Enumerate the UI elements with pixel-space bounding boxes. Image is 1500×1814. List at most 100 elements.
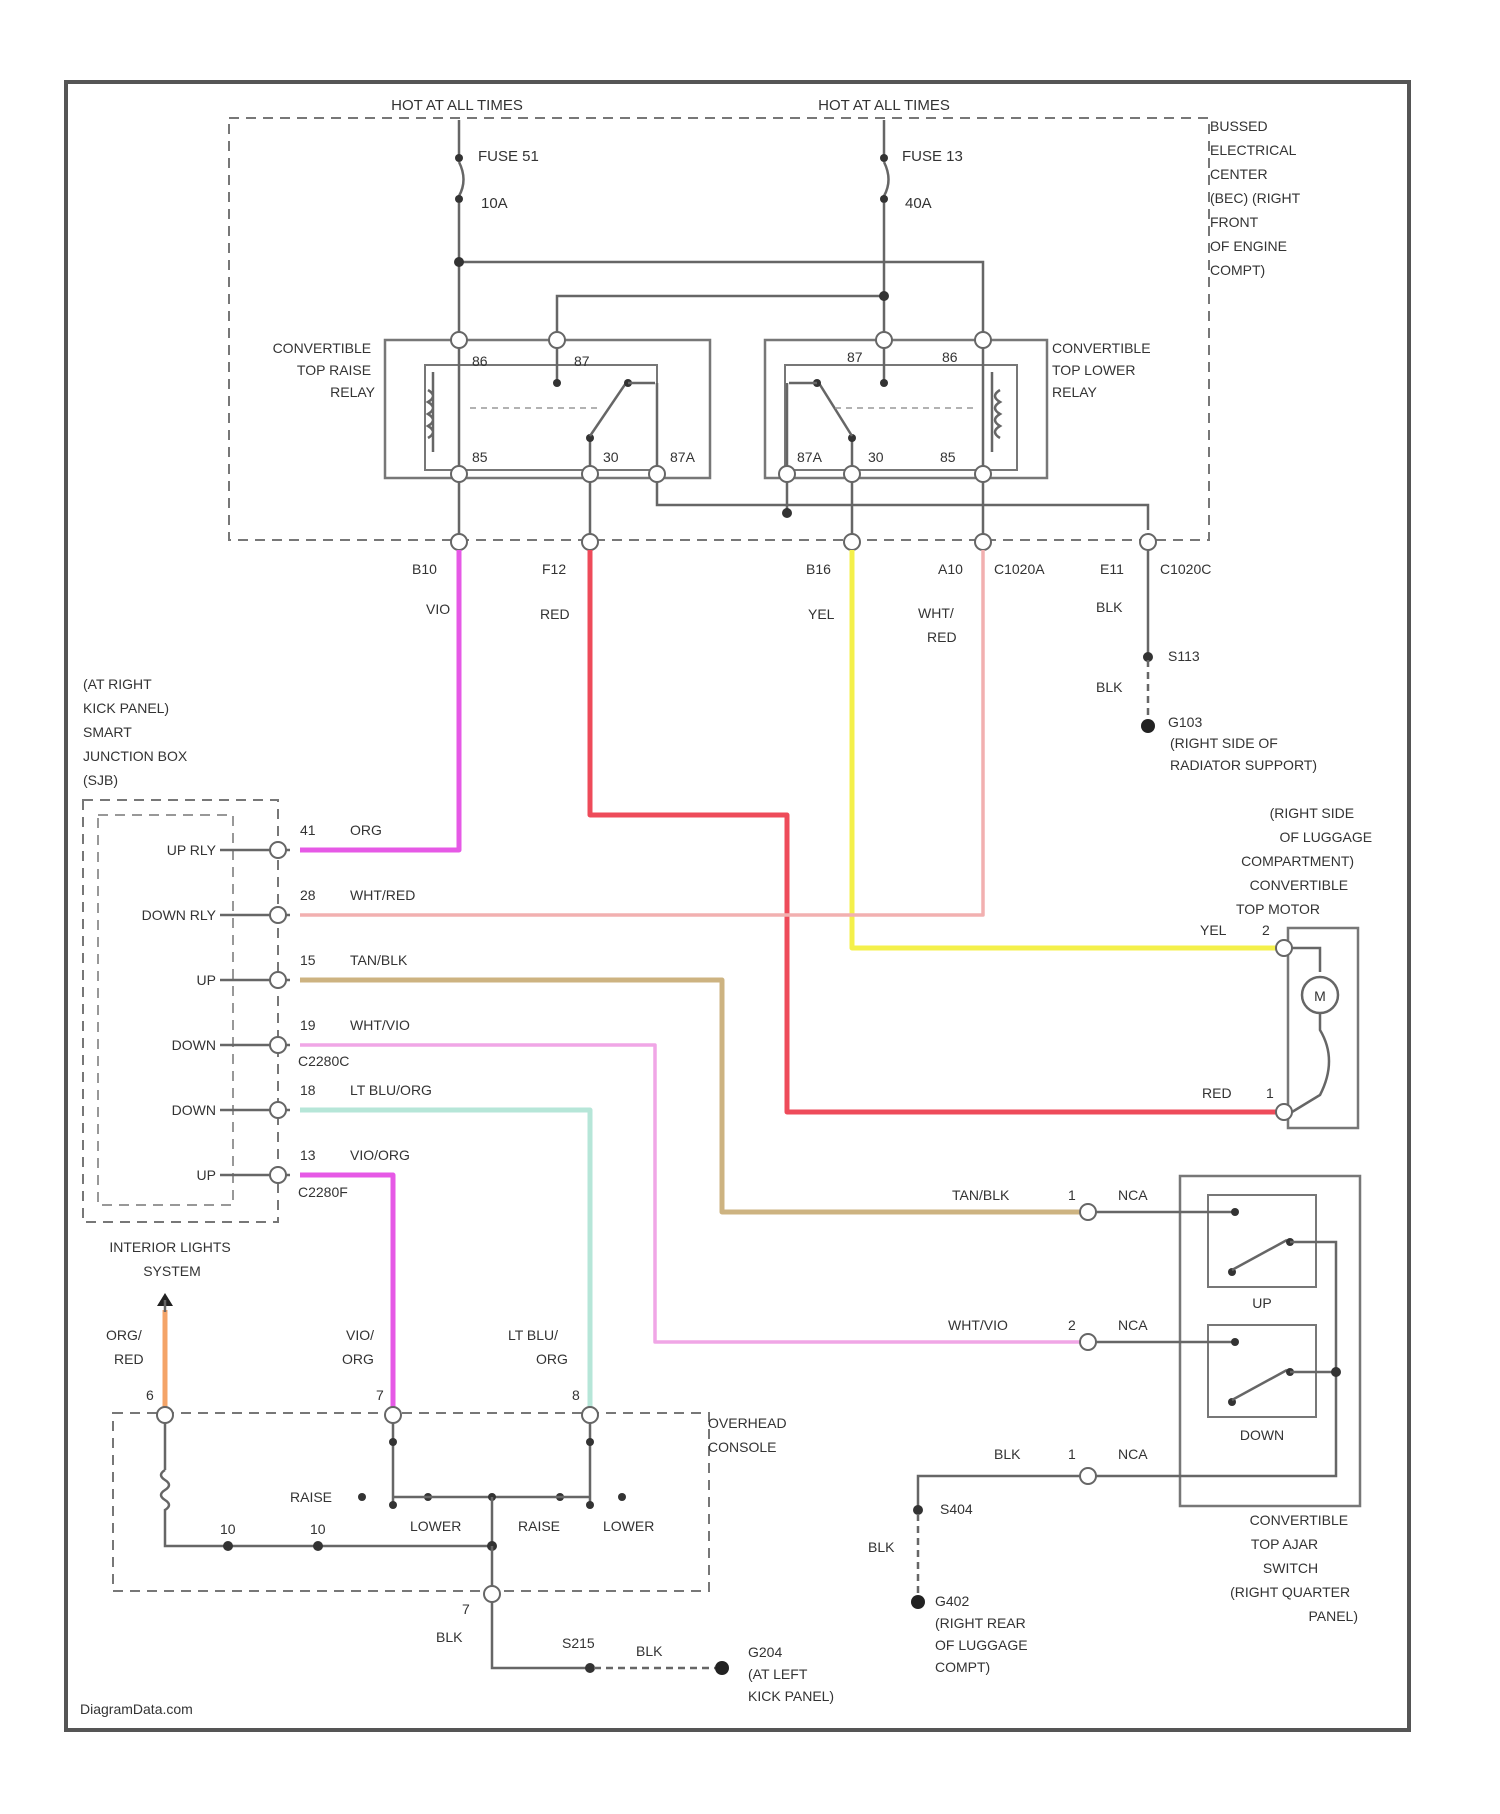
raise-relay-label: CONVERTIBLE TOP RAISE RELAY: [273, 340, 376, 400]
sjb-row-label: DOWN: [172, 1102, 216, 1118]
ajar-ground-wire: BLK: [868, 1539, 895, 1555]
ajar-wire-tan-blk: TAN/BLK: [952, 1187, 1010, 1203]
sjb-row-label: UP RLY: [167, 842, 217, 858]
sjb-pin: 13: [300, 1147, 316, 1163]
ground-g204-location: (AT LEFT KICK PANEL): [748, 1666, 834, 1704]
motor-label: (RIGHT SIDE OF LUGGAGE COMPARTMENT) CONV…: [1236, 805, 1376, 917]
motor-pin-1: 1: [1266, 1085, 1274, 1101]
sjb-pin: 41: [300, 822, 316, 838]
ajar-pin-1: 1: [1068, 1187, 1076, 1203]
wire-vio-org-console: [300, 1175, 393, 1410]
ajar-switch-label: CONVERTIBLE TOP AJAR SWITCH (RIGHT QUART…: [1230, 1512, 1358, 1624]
ajar-pin-2: 2: [1068, 1317, 1076, 1333]
lower-switch-label-1: LOWER: [410, 1518, 461, 1534]
bec-boundary: [229, 118, 1209, 540]
wire-vio-org: [300, 550, 459, 850]
raise-pin-87: 87: [574, 353, 590, 369]
sjb-wire-color: WHT/RED: [350, 887, 415, 903]
sjb-label: (AT RIGHT KICK PANEL) SMART JUNCTION BOX…: [83, 676, 191, 788]
raise-pin-87a: 87A: [670, 449, 696, 465]
sjb-connector-c2280f: C2280F: [298, 1184, 348, 1200]
console-pin-6: 6: [146, 1387, 154, 1403]
overhead-console: INTERIOR LIGHTS SYSTEM OVERHEAD CONSOLE …: [106, 1239, 834, 1704]
ajar-wire-wht-vio: WHT/VIO: [948, 1317, 1008, 1333]
ground-g204: G204: [748, 1644, 782, 1660]
fuse-13-label: FUSE 13: [902, 148, 963, 165]
label-blk-2: BLK: [1096, 679, 1123, 695]
sjb-wire-color: ORG: [350, 822, 382, 838]
cavity-f12: F12: [542, 561, 566, 577]
ajar-conn-nca-3: NCA: [1118, 1446, 1148, 1462]
interior-lights-label: INTERIOR LIGHTS SYSTEM: [109, 1239, 234, 1279]
raise-switch-label-1: RAISE: [290, 1489, 332, 1505]
motor-wire-red: RED: [1202, 1085, 1232, 1101]
overhead-console-label: OVERHEAD CONSOLE: [708, 1415, 790, 1455]
console-resistor-2: 10: [310, 1521, 326, 1537]
lower-pin-30: 30: [868, 449, 884, 465]
fuse-51-label: FUSE 51: [478, 148, 539, 165]
sjb-row-down: DOWN 19 WHT/VIO C2280C: [172, 1017, 410, 1069]
diagram-frame: [66, 82, 1409, 1730]
hot-at-all-times-right: HOT AT ALL TIMES: [818, 97, 950, 114]
sjb-row-label: DOWN RLY: [142, 907, 217, 923]
sjb-pin: 15: [300, 952, 316, 968]
label-red: RED: [540, 606, 570, 622]
splice-s215: S215: [562, 1635, 595, 1651]
raise-pin-30: 30: [603, 449, 619, 465]
convertible-top-motor: (RIGHT SIDE OF LUGGAGE COMPARTMENT) CONV…: [1200, 805, 1376, 1128]
motor-wire-yel: YEL: [1200, 922, 1227, 938]
lower-switch-label-2: LOWER: [603, 1518, 654, 1534]
sjb-row-label: UP: [197, 972, 216, 988]
label-wht-red: WHT/ RED: [918, 605, 958, 645]
cavity-b10: B10: [412, 561, 437, 577]
sjb-pin: 28: [300, 887, 316, 903]
bec-internal-wiring: [454, 257, 1148, 540]
sjb-wire-color: VIO/ORG: [350, 1147, 410, 1163]
console-pin-7: 7: [376, 1387, 384, 1403]
splice-s404: S404: [940, 1501, 973, 1517]
lower-pin-87a: 87A: [797, 449, 823, 465]
convertible-top-raise-relay: CONVERTIBLE TOP RAISE RELAY 86 87 85 30 …: [273, 332, 710, 482]
bec-label: BUSSED ELECTRICAL CENTER (BEC) (RIGHT FR…: [1210, 118, 1304, 278]
label-blk-1: BLK: [1096, 599, 1123, 615]
lower-pin-87: 87: [847, 349, 863, 365]
sjb-connector-c2280c: C2280C: [298, 1053, 349, 1069]
sjb-row-label: DOWN: [172, 1037, 216, 1053]
raise-pin-86: 86: [472, 353, 488, 369]
sjb-wire-color: WHT/VIO: [350, 1017, 410, 1033]
splice-s113: S113: [1168, 648, 1200, 664]
ajar-conn-nca-2: NCA: [1118, 1317, 1148, 1333]
ground-g402: G402: [935, 1593, 969, 1609]
ground-g402-location: (RIGHT REAR OF LUGGAGE COMPT): [935, 1615, 1031, 1675]
console-resistor-1: 10: [220, 1521, 236, 1537]
ajar-wire-blk: BLK: [994, 1446, 1021, 1462]
cavity-e11: E11: [1100, 561, 1124, 577]
ajar-pin-1b: 1: [1068, 1446, 1076, 1462]
hot-at-all-times-left: HOT AT ALL TIMES: [391, 97, 523, 114]
label-yel: YEL: [808, 606, 835, 622]
ajar-conn-nca-1: NCA: [1118, 1187, 1148, 1203]
connector-c1020c: C1020C: [1160, 561, 1211, 577]
sjb-row-down-rly: DOWN RLY 28 WHT/RED: [142, 887, 416, 923]
sjb-wire-color: LT BLU/ORG: [350, 1082, 432, 1098]
lower-relay-label: CONVERTIBLE TOP LOWER RELAY: [1052, 340, 1154, 400]
console-wire-vio-org: VIO/ ORG: [342, 1327, 378, 1367]
lower-pin-86: 86: [942, 349, 958, 365]
convertible-top-ajar-switch: UP DOWN TAN/BLK 1 NCA WHT/VIO 2 NCA BLK …: [868, 1176, 1360, 1675]
sjb-row-label: UP: [197, 1167, 216, 1183]
console-wire-org-red: ORG/ RED: [106, 1327, 146, 1367]
console-blk-label: BLK: [636, 1643, 663, 1659]
sjb-row-up: UP 15 TAN/BLK: [197, 952, 408, 988]
ground-g103: G103: [1168, 714, 1202, 730]
raise-pin-85: 85: [472, 449, 488, 465]
cavity-b16: B16: [806, 561, 831, 577]
convertible-top-lower-relay: CONVERTIBLE TOP LOWER RELAY 87 86 87A 30…: [765, 332, 1154, 482]
raise-switch-label-2: RAISE: [518, 1518, 560, 1534]
lower-pin-85: 85: [940, 449, 956, 465]
motor-pin-2: 2: [1262, 922, 1270, 938]
sjb-wire-color: TAN/BLK: [350, 952, 408, 968]
sjb-row-up-rly: UP RLY 41 ORG: [167, 822, 382, 858]
console-wire-lt-blu-org: LT BLU/ ORG: [508, 1327, 568, 1367]
label-vio: VIO: [426, 601, 450, 617]
connector-c1020a: C1020A: [994, 561, 1045, 577]
